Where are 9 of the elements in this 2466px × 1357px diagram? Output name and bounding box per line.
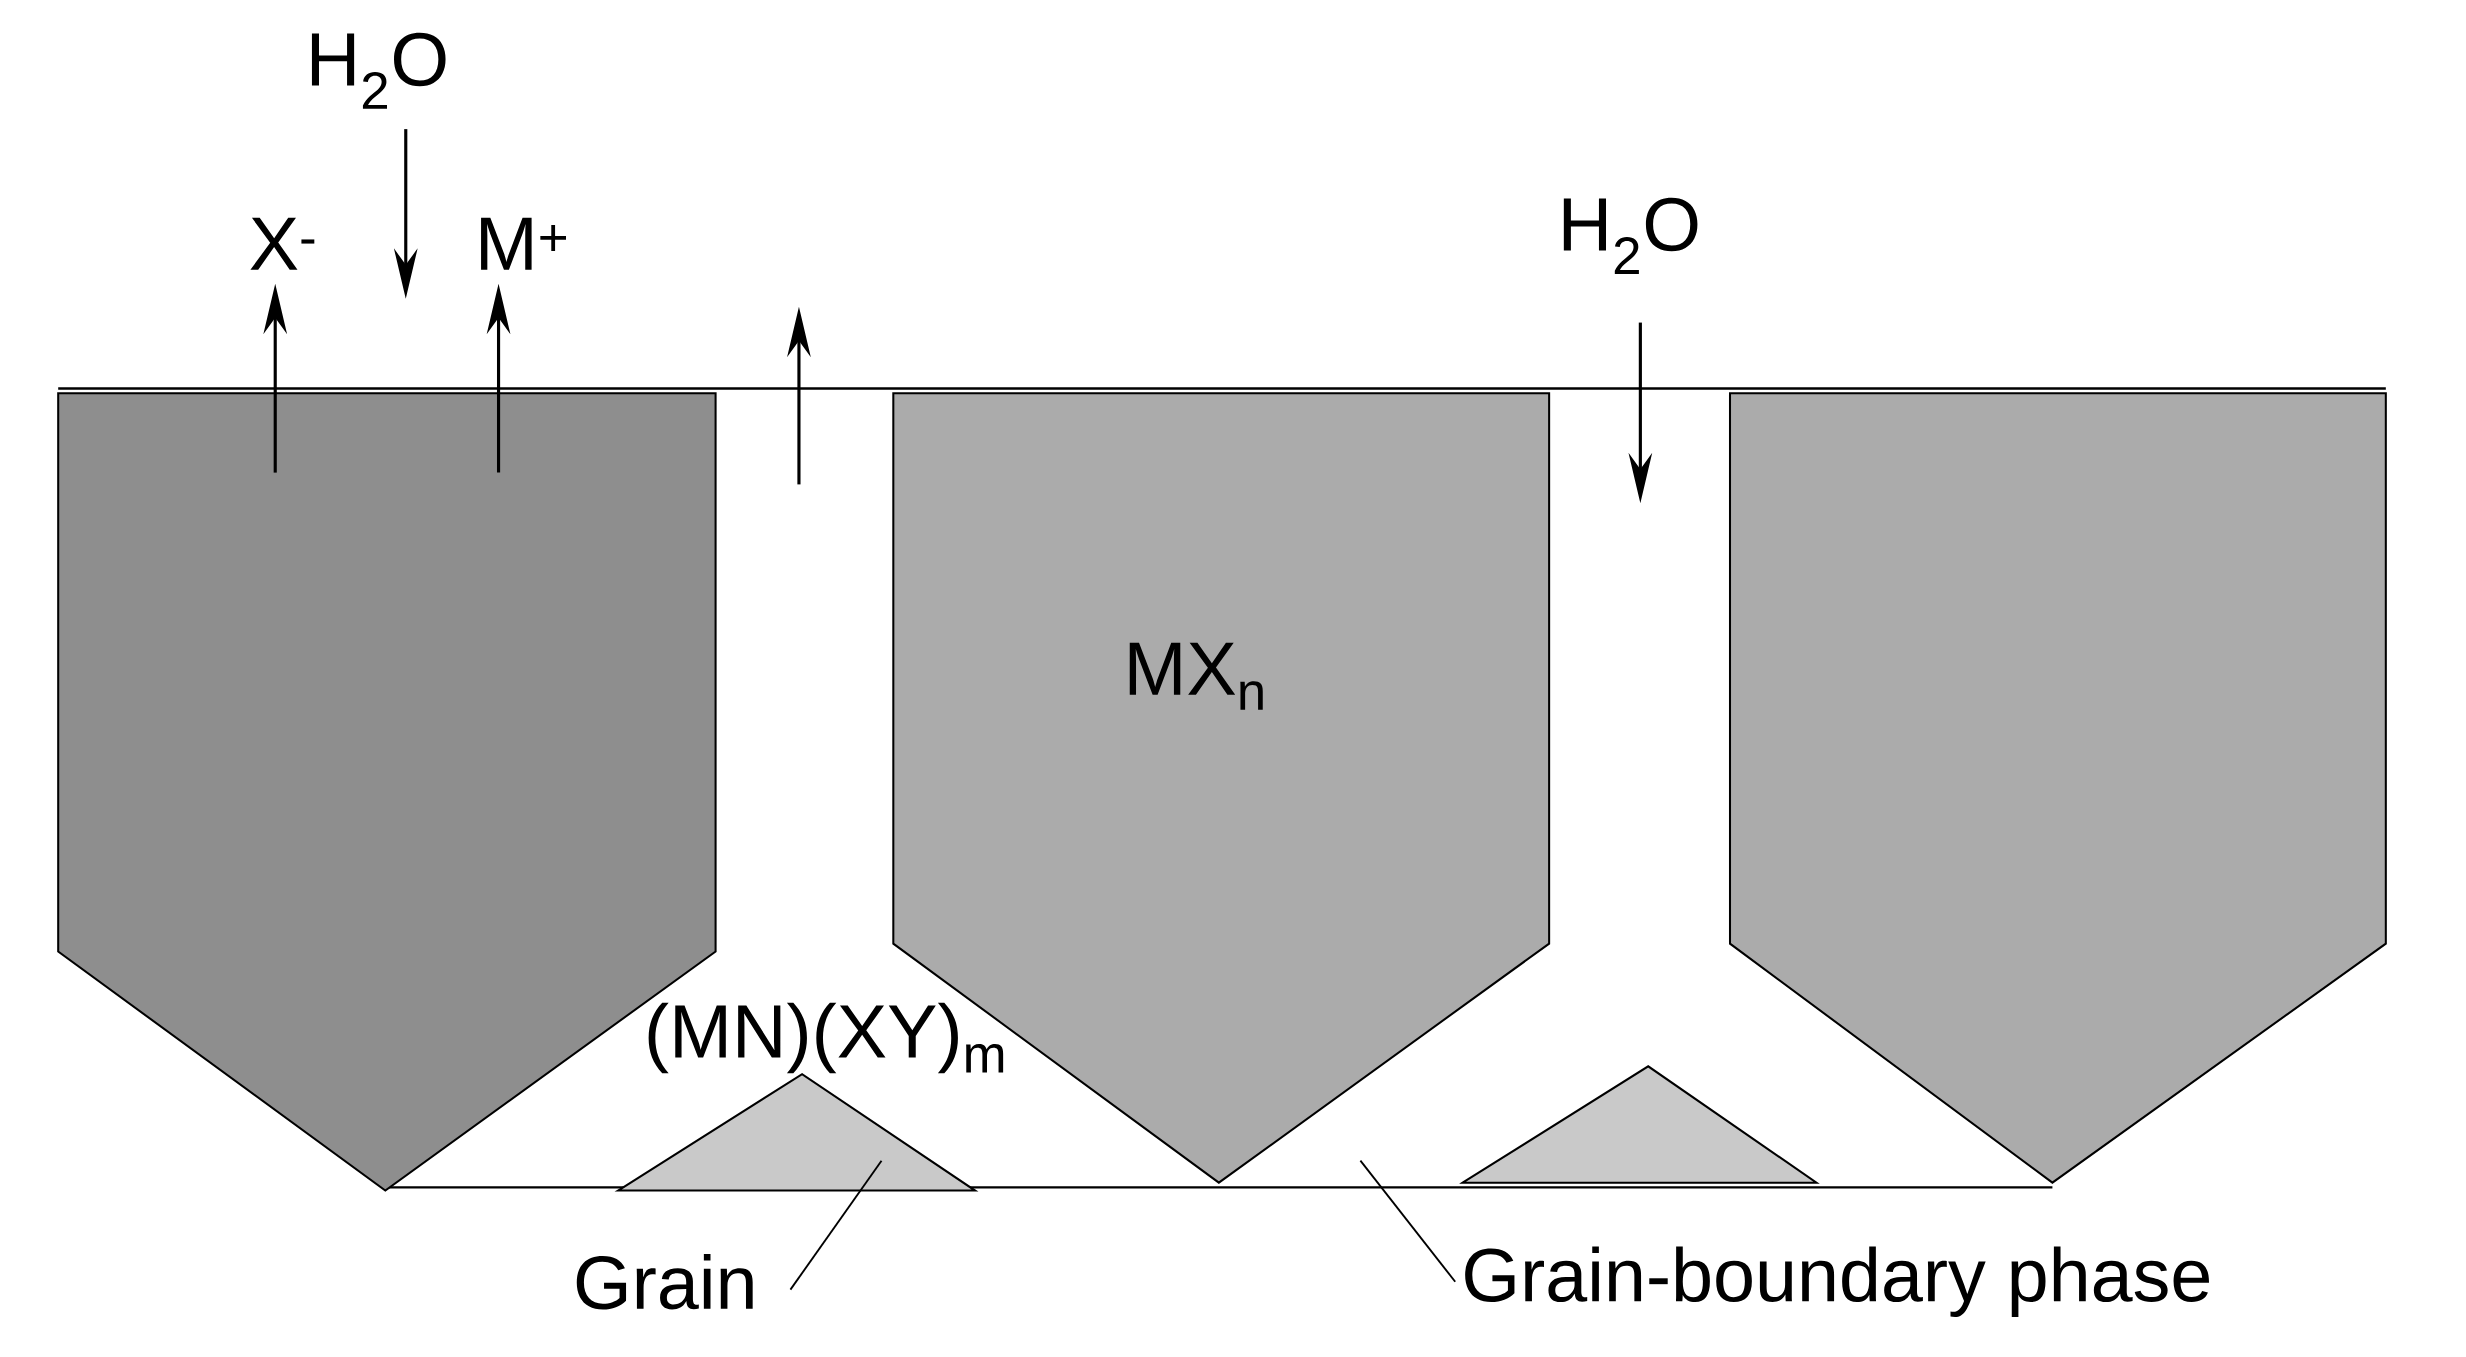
species-label: H$_{2}$O	[311, 32, 446, 109]
species-label: H$_{2}$O	[1563, 197, 1698, 274]
species-label: X$^{-}$	[250, 217, 315, 270]
label-text: Grain-boundary phase	[1465, 1246, 2209, 1317]
leader-line	[789, 1159, 883, 1291]
leader-line	[1359, 1159, 1457, 1283]
label-text: Grain	[576, 1253, 753, 1310]
grain-shape	[1729, 392, 2387, 1184]
species-label: M$^{+}$	[481, 217, 566, 270]
